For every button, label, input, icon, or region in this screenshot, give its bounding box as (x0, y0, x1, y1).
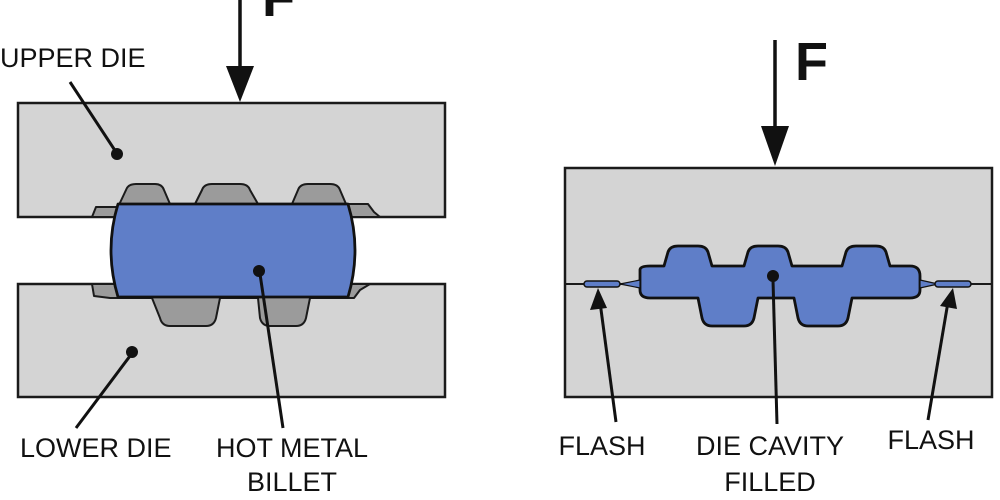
flash-right (934, 280, 972, 288)
flash-left-leader (598, 301, 618, 423)
flash-left-arrowhead (590, 288, 607, 310)
billet-leader (258, 273, 285, 429)
lower-die-leader (74, 355, 132, 429)
left-panel: F UPPER DIE LOWER DIE HOT METAL BILLET (0, 0, 447, 497)
force-arrow-left (226, 0, 254, 102)
upper-die-pointer-dot (111, 148, 123, 160)
flash-channel-left (619, 279, 641, 289)
cavity-label-line2: FILLED (724, 467, 816, 497)
right-panel: F FLASH DIE CAVITY FILLED FLASH (558, 32, 994, 497)
flash-channel-right (919, 279, 939, 289)
flash-left-label: FLASH (558, 431, 645, 461)
flash-right-label: FLASH (887, 425, 974, 455)
lower-die-pointer-dot (126, 346, 138, 358)
cavity-pointer-dot (767, 270, 779, 282)
cavity-label-line1: DIE CAVITY (696, 431, 844, 461)
force-label-left: F (262, 0, 295, 28)
billet-label-line1: HOT METAL (216, 433, 368, 463)
filled-die-cavity (638, 244, 922, 328)
force-arrow-right (761, 40, 789, 166)
lower-die-label: LOWER DIE (20, 433, 172, 463)
flash-right-leader (926, 301, 950, 421)
billet-pointer-dot (253, 265, 265, 277)
force-label-right: F (795, 32, 828, 92)
upper-die-label: UPPER DIE (0, 43, 146, 73)
lower-die (16, 282, 447, 399)
flash-right-arrowhead (940, 288, 957, 309)
flash-left (583, 280, 621, 288)
upper-die-leader (68, 81, 118, 153)
billet-label-line2: BILLET (247, 467, 337, 497)
hot-metal-billet (109, 202, 357, 299)
cavity-leader (771, 279, 779, 425)
